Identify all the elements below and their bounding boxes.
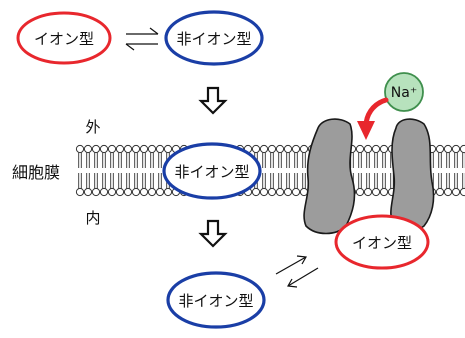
lipid-head — [147, 144, 157, 154]
ionic-form-oval-bottom — [334, 214, 430, 270]
lipid-head — [379, 187, 389, 197]
lipid-head — [291, 187, 301, 197]
lipid-head — [251, 144, 261, 154]
lipid-head — [91, 144, 101, 154]
lipid-head — [443, 144, 453, 154]
lipid-head — [363, 144, 373, 154]
lipid-head — [107, 144, 117, 154]
lipid-head — [99, 144, 109, 154]
lipid-head — [283, 187, 293, 197]
lipid-head — [267, 144, 277, 154]
sodium-ion-circle — [384, 72, 424, 112]
lipid-head — [291, 144, 301, 154]
lipid-head — [155, 187, 165, 197]
lipid-head — [355, 144, 365, 154]
sodium-ion-label: Na⁺ — [391, 85, 417, 101]
lipid-head — [267, 187, 277, 197]
lipid-head — [259, 187, 269, 197]
lipid-head — [131, 187, 141, 197]
lipid-head — [283, 144, 293, 154]
down-arrow-upper — [198, 86, 228, 115]
lipid-head — [363, 187, 373, 197]
ionic-form-label-bottom: イオン型 — [352, 234, 412, 252]
lipid-head — [91, 187, 101, 197]
lipid-head — [99, 187, 109, 197]
lipid-head — [259, 144, 269, 154]
equilibrium-arrows-top — [125, 27, 159, 51]
lipid-head — [459, 187, 465, 197]
lipid-head — [83, 187, 93, 197]
ionic-form-label-top: イオン型 — [34, 30, 94, 48]
nonionic-form-oval-bottom — [166, 271, 266, 329]
lipid-head — [451, 187, 461, 197]
lipid-head — [139, 187, 149, 197]
lipid-head — [355, 187, 365, 197]
lipid-head — [435, 144, 445, 154]
lipid-head — [451, 144, 461, 154]
lipid-head — [115, 144, 125, 154]
lipid-head — [163, 144, 173, 154]
lipid-head — [371, 187, 381, 197]
lipid-head — [75, 187, 85, 197]
lipid-head — [123, 187, 133, 197]
lipid-head — [147, 187, 157, 197]
ion-channel — [303, 118, 435, 235]
lipid-head — [131, 144, 141, 154]
nonionic-form-label-membrane: 非イオン型 — [174, 163, 249, 181]
sodium-influx-arrow — [357, 97, 389, 140]
lipid-head — [83, 144, 93, 154]
nonionic-form-label-top: 非イオン型 — [176, 30, 251, 48]
ionic-form-oval-top — [16, 11, 112, 65]
lipid-head — [275, 187, 285, 197]
cell-membrane-label: 細胞膜 — [12, 163, 60, 182]
inside-label: 内 — [85, 209, 100, 227]
lipid-head — [275, 144, 285, 154]
lipid-head — [123, 144, 133, 154]
lipid-head — [163, 187, 173, 197]
lipid-head — [75, 144, 85, 154]
ion-channel-left-subunit — [303, 118, 356, 235]
lipid-head — [459, 144, 465, 154]
nonionic-form-oval-top — [164, 10, 264, 66]
lipid-head — [435, 187, 445, 197]
lipid-head — [443, 187, 453, 197]
nonionic-form-oval-membrane — [162, 142, 262, 200]
lipid-head — [139, 144, 149, 154]
lipid-head — [379, 144, 389, 154]
lipid-head — [299, 144, 309, 154]
lipid-head — [251, 187, 261, 197]
outside-label: 外 — [85, 118, 100, 136]
ion-channel-right-subunit — [390, 118, 435, 232]
lipid-head — [115, 187, 125, 197]
nonionic-form-label-bottom: 非イオン型 — [178, 292, 253, 310]
equilibrium-arrows-bottom — [275, 255, 319, 288]
lipid-head — [107, 187, 117, 197]
down-arrow-lower — [198, 219, 228, 248]
lipid-head — [371, 144, 381, 154]
lipid-head — [155, 144, 165, 154]
